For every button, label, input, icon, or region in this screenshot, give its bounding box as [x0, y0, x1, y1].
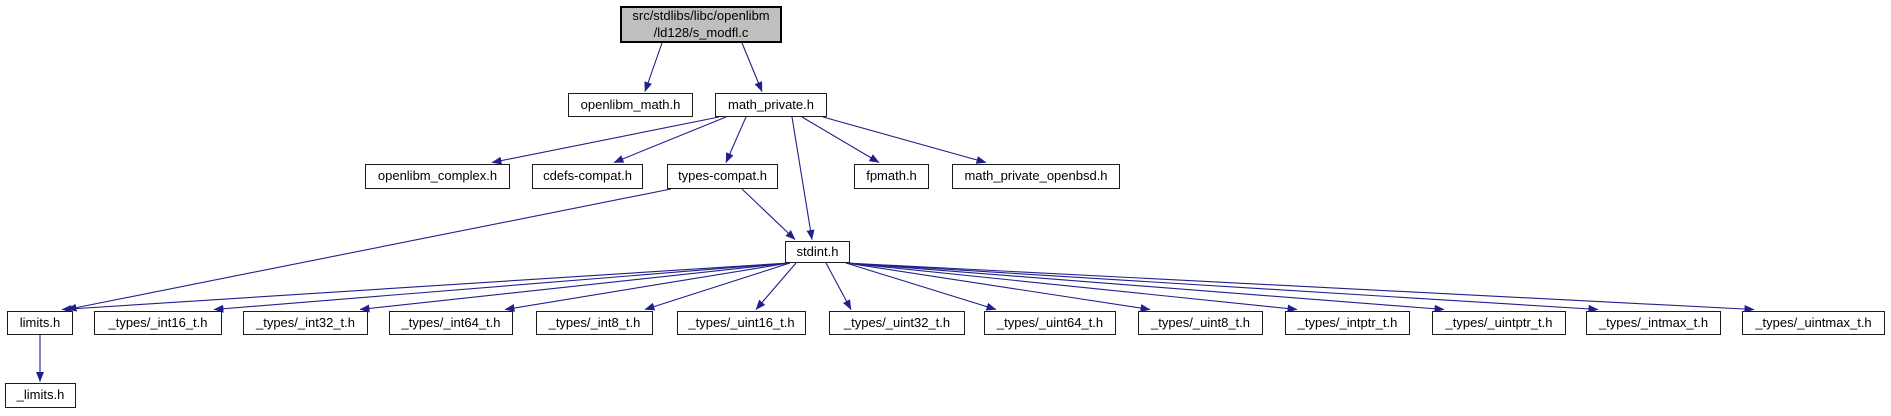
edge-stdint-iptr	[845, 262, 1298, 313]
edge-math_priv-types	[725, 116, 747, 163]
node-olm_math[interactable]: openlibm_math.h	[568, 93, 693, 117]
node-uptr[interactable]: _types/_uintptr_t.h	[1432, 311, 1566, 335]
edge-stdint-limits	[61, 262, 790, 313]
node-imax[interactable]: _types/_intmax_t.h	[1586, 311, 1721, 335]
edge-math_priv-stdint	[791, 116, 815, 240]
node-types[interactable]: types-compat.h	[667, 164, 778, 189]
edge-math_priv-mpobsd	[822, 116, 987, 164]
node-u16[interactable]: _types/_uint16_t.h	[677, 311, 806, 335]
node-umax[interactable]: _types/_uintmax_t.h	[1742, 311, 1885, 335]
edge-math_priv-fpmath	[801, 116, 880, 163]
node-cdefs[interactable]: cdefs-compat.h	[532, 164, 643, 189]
node-u64[interactable]: _types/_uint64_t.h	[984, 311, 1116, 335]
edge-stdint-u64	[845, 262, 997, 311]
node-i32[interactable]: _types/_int32_t.h	[243, 311, 368, 335]
node-stdint[interactable]: stdint.h	[785, 241, 850, 263]
node-i16[interactable]: _types/_int16_t.h	[94, 311, 222, 335]
node-olm_complex[interactable]: openlibm_complex.h	[365, 164, 510, 189]
node-math_priv[interactable]: math_private.h	[715, 93, 827, 117]
edge-math_priv-olm_complex	[491, 116, 720, 165]
node-fpmath[interactable]: fpmath.h	[854, 164, 929, 189]
edge-root-math_priv	[741, 42, 763, 92]
edge-stdint-u8	[845, 262, 1151, 313]
node-iptr[interactable]: _types/_intptr_t.h	[1285, 311, 1410, 335]
edge-stdint-u16	[755, 262, 797, 310]
node-_limits[interactable]: _limits.h	[5, 383, 76, 408]
node-limits[interactable]: limits.h	[7, 311, 73, 335]
node-mpobsd[interactable]: math_private_openbsd.h	[952, 164, 1120, 189]
edge-root-olm_math	[644, 42, 663, 92]
edge-stdint-i32	[359, 262, 790, 313]
edge-stdint-i64	[504, 262, 790, 312]
edge-stdint-uptr	[845, 262, 1445, 313]
edge-stdint-umax	[845, 262, 1755, 314]
node-u32[interactable]: _types/_uint32_t.h	[829, 311, 965, 335]
edge-math_priv-cdefs	[613, 116, 727, 164]
node-u8[interactable]: _types/_uint8_t.h	[1138, 311, 1263, 335]
edge-stdint-i8	[644, 262, 791, 311]
edge-stdint-u32	[825, 262, 852, 310]
edge-stdint-imax	[845, 262, 1599, 313]
node-i8[interactable]: _types/_int8_t.h	[536, 311, 653, 335]
edge-types-limits	[66, 188, 672, 312]
edge-types-stdint	[741, 188, 796, 240]
edge-stdint-i16	[213, 262, 790, 313]
node-i64[interactable]: _types/_int64_t.h	[389, 311, 513, 335]
node-root: src/stdlibs/libc/openlibm /ld128/s_modfl…	[620, 6, 782, 43]
